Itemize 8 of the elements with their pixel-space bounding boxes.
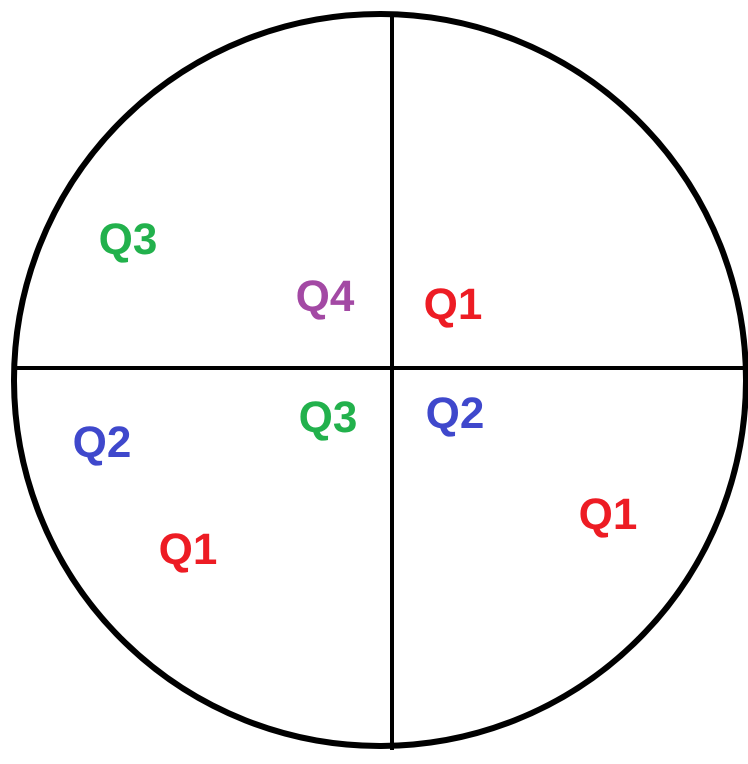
quadrant-label: Q3 (298, 396, 358, 440)
quadrant-label: Q3 (98, 218, 158, 262)
quadrant-label: Q1 (158, 528, 218, 572)
quadrant-label: Q2 (426, 392, 484, 436)
quadrant-label: Q4 (296, 275, 354, 319)
quadrant-label: Q1 (578, 493, 638, 537)
quadrant-label: Q1 (424, 283, 482, 327)
quadrant-label: Q2 (72, 421, 132, 465)
